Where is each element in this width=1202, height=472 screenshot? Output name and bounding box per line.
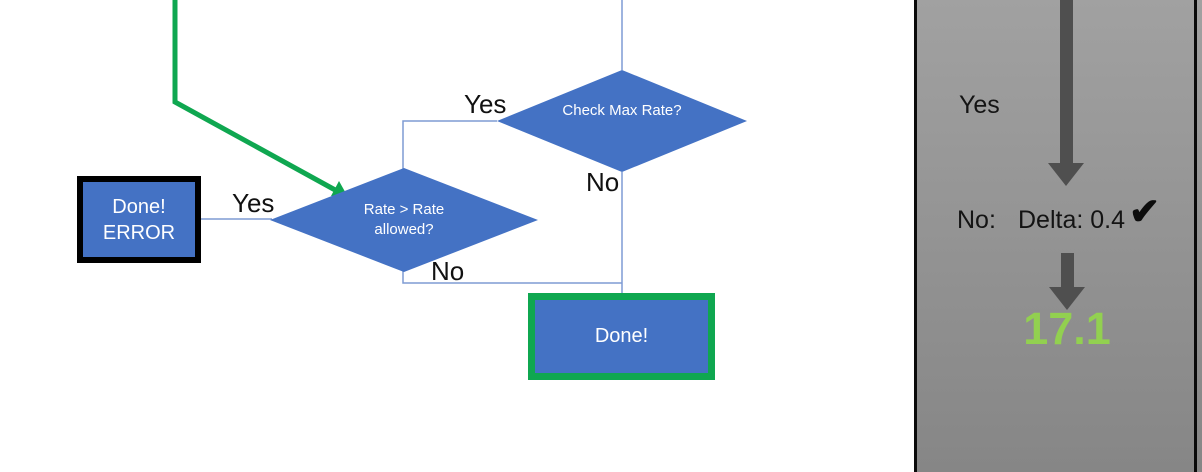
- edge-label-check-max-yes: Yes: [464, 89, 507, 119]
- green-flow-arrow-line: [172, 0, 339, 194]
- edge-label-check-max-no: No: [586, 167, 620, 197]
- down-arrowhead-icon-small: [1049, 287, 1085, 310]
- terminal-done-error-box: Done! ERROR: [77, 176, 201, 263]
- down-arrow-icon: [1060, 0, 1073, 163]
- terminal-done-box: Done!: [528, 293, 715, 380]
- result-value: 17.1: [1023, 303, 1111, 354]
- edge-label-rate-allowed-yes: Yes: [232, 188, 275, 218]
- flowchart-graphics: [172, 0, 747, 294]
- side-panel-right-border: [1194, 0, 1197, 472]
- decision-rate-allowed: [270, 168, 538, 272]
- panel-yes-label: Yes: [959, 91, 1000, 119]
- edge-label-rate-allowed-no: No: [431, 256, 465, 286]
- panel-delta-value: Delta: 0.4: [1018, 206, 1126, 234]
- down-arrowhead-icon: [1048, 163, 1084, 186]
- decision-check-max-rate: [497, 70, 747, 172]
- checkmark-icon: ✔: [1129, 191, 1161, 232]
- decision-check-max-rate-label: Check Max Rate?: [562, 102, 682, 119]
- down-arrow-icon-small: [1061, 253, 1074, 287]
- panel-no-label: No:: [957, 206, 996, 234]
- decision-rate-allowed-label: Rate > Rate allowed?: [363, 201, 445, 238]
- side-panel: Yes No: Delta: 0.4 ✔ 17.1: [914, 0, 1202, 472]
